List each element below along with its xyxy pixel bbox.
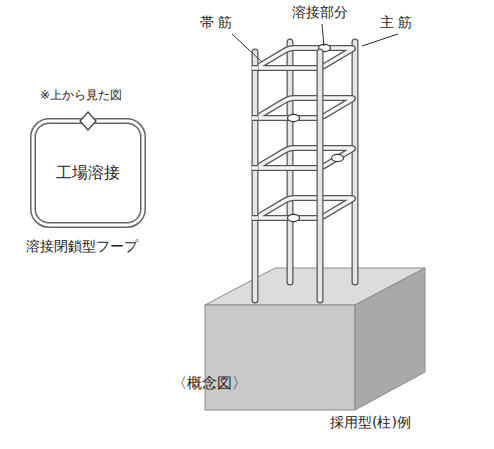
node-text: 工場溶接 xyxy=(56,163,120,184)
hoop-ring-fill xyxy=(33,121,143,225)
main-bar xyxy=(317,52,324,300)
label-text: 帯 筋 xyxy=(200,14,232,31)
weld-mark xyxy=(288,214,300,221)
weld-mark xyxy=(332,154,344,161)
hoop xyxy=(257,48,353,68)
rebar-cage xyxy=(252,42,355,300)
leader-lines xyxy=(232,24,398,62)
label-text: 〈概念図〉 xyxy=(172,374,247,392)
main-bar xyxy=(287,42,294,282)
hoop-cross-fill xyxy=(252,216,258,220)
label-text: 採用型(柱)例 xyxy=(330,414,411,431)
hoop-fill xyxy=(257,198,353,218)
main-bar-fill xyxy=(288,42,293,282)
label-text: 溶接閉鎖型フープ xyxy=(26,238,138,255)
hoop-fill xyxy=(257,98,353,118)
label-text: 溶接部分 xyxy=(292,4,348,21)
hoop xyxy=(257,198,353,218)
hoop-cross-fill xyxy=(252,166,258,170)
hoop-cross-fill xyxy=(252,116,258,120)
label-text: 主 筋 xyxy=(380,14,412,31)
hoop xyxy=(257,148,353,168)
hoop-fill xyxy=(257,148,353,168)
main-bar xyxy=(352,42,359,282)
hoop-cross xyxy=(252,215,258,221)
hoop xyxy=(257,98,353,118)
hoop-ring xyxy=(33,121,143,225)
weld-diamond xyxy=(80,112,96,130)
hoop-cross xyxy=(252,115,258,121)
main-bar-fill xyxy=(253,52,258,300)
hoop-cross xyxy=(252,165,258,171)
hoop-fill xyxy=(257,48,353,68)
weld-mark xyxy=(288,114,300,121)
main-bar xyxy=(252,52,259,300)
hoop-plan-view: 工場溶接 xyxy=(30,118,146,228)
footing-side xyxy=(355,268,425,410)
hoop-cross-fill xyxy=(252,66,258,70)
main-bar-fill xyxy=(318,52,323,300)
label-text: ※上から見た図 xyxy=(40,88,122,102)
main-bar-fill xyxy=(353,42,358,282)
footing-front xyxy=(205,305,355,410)
hoop-cross xyxy=(252,65,258,71)
